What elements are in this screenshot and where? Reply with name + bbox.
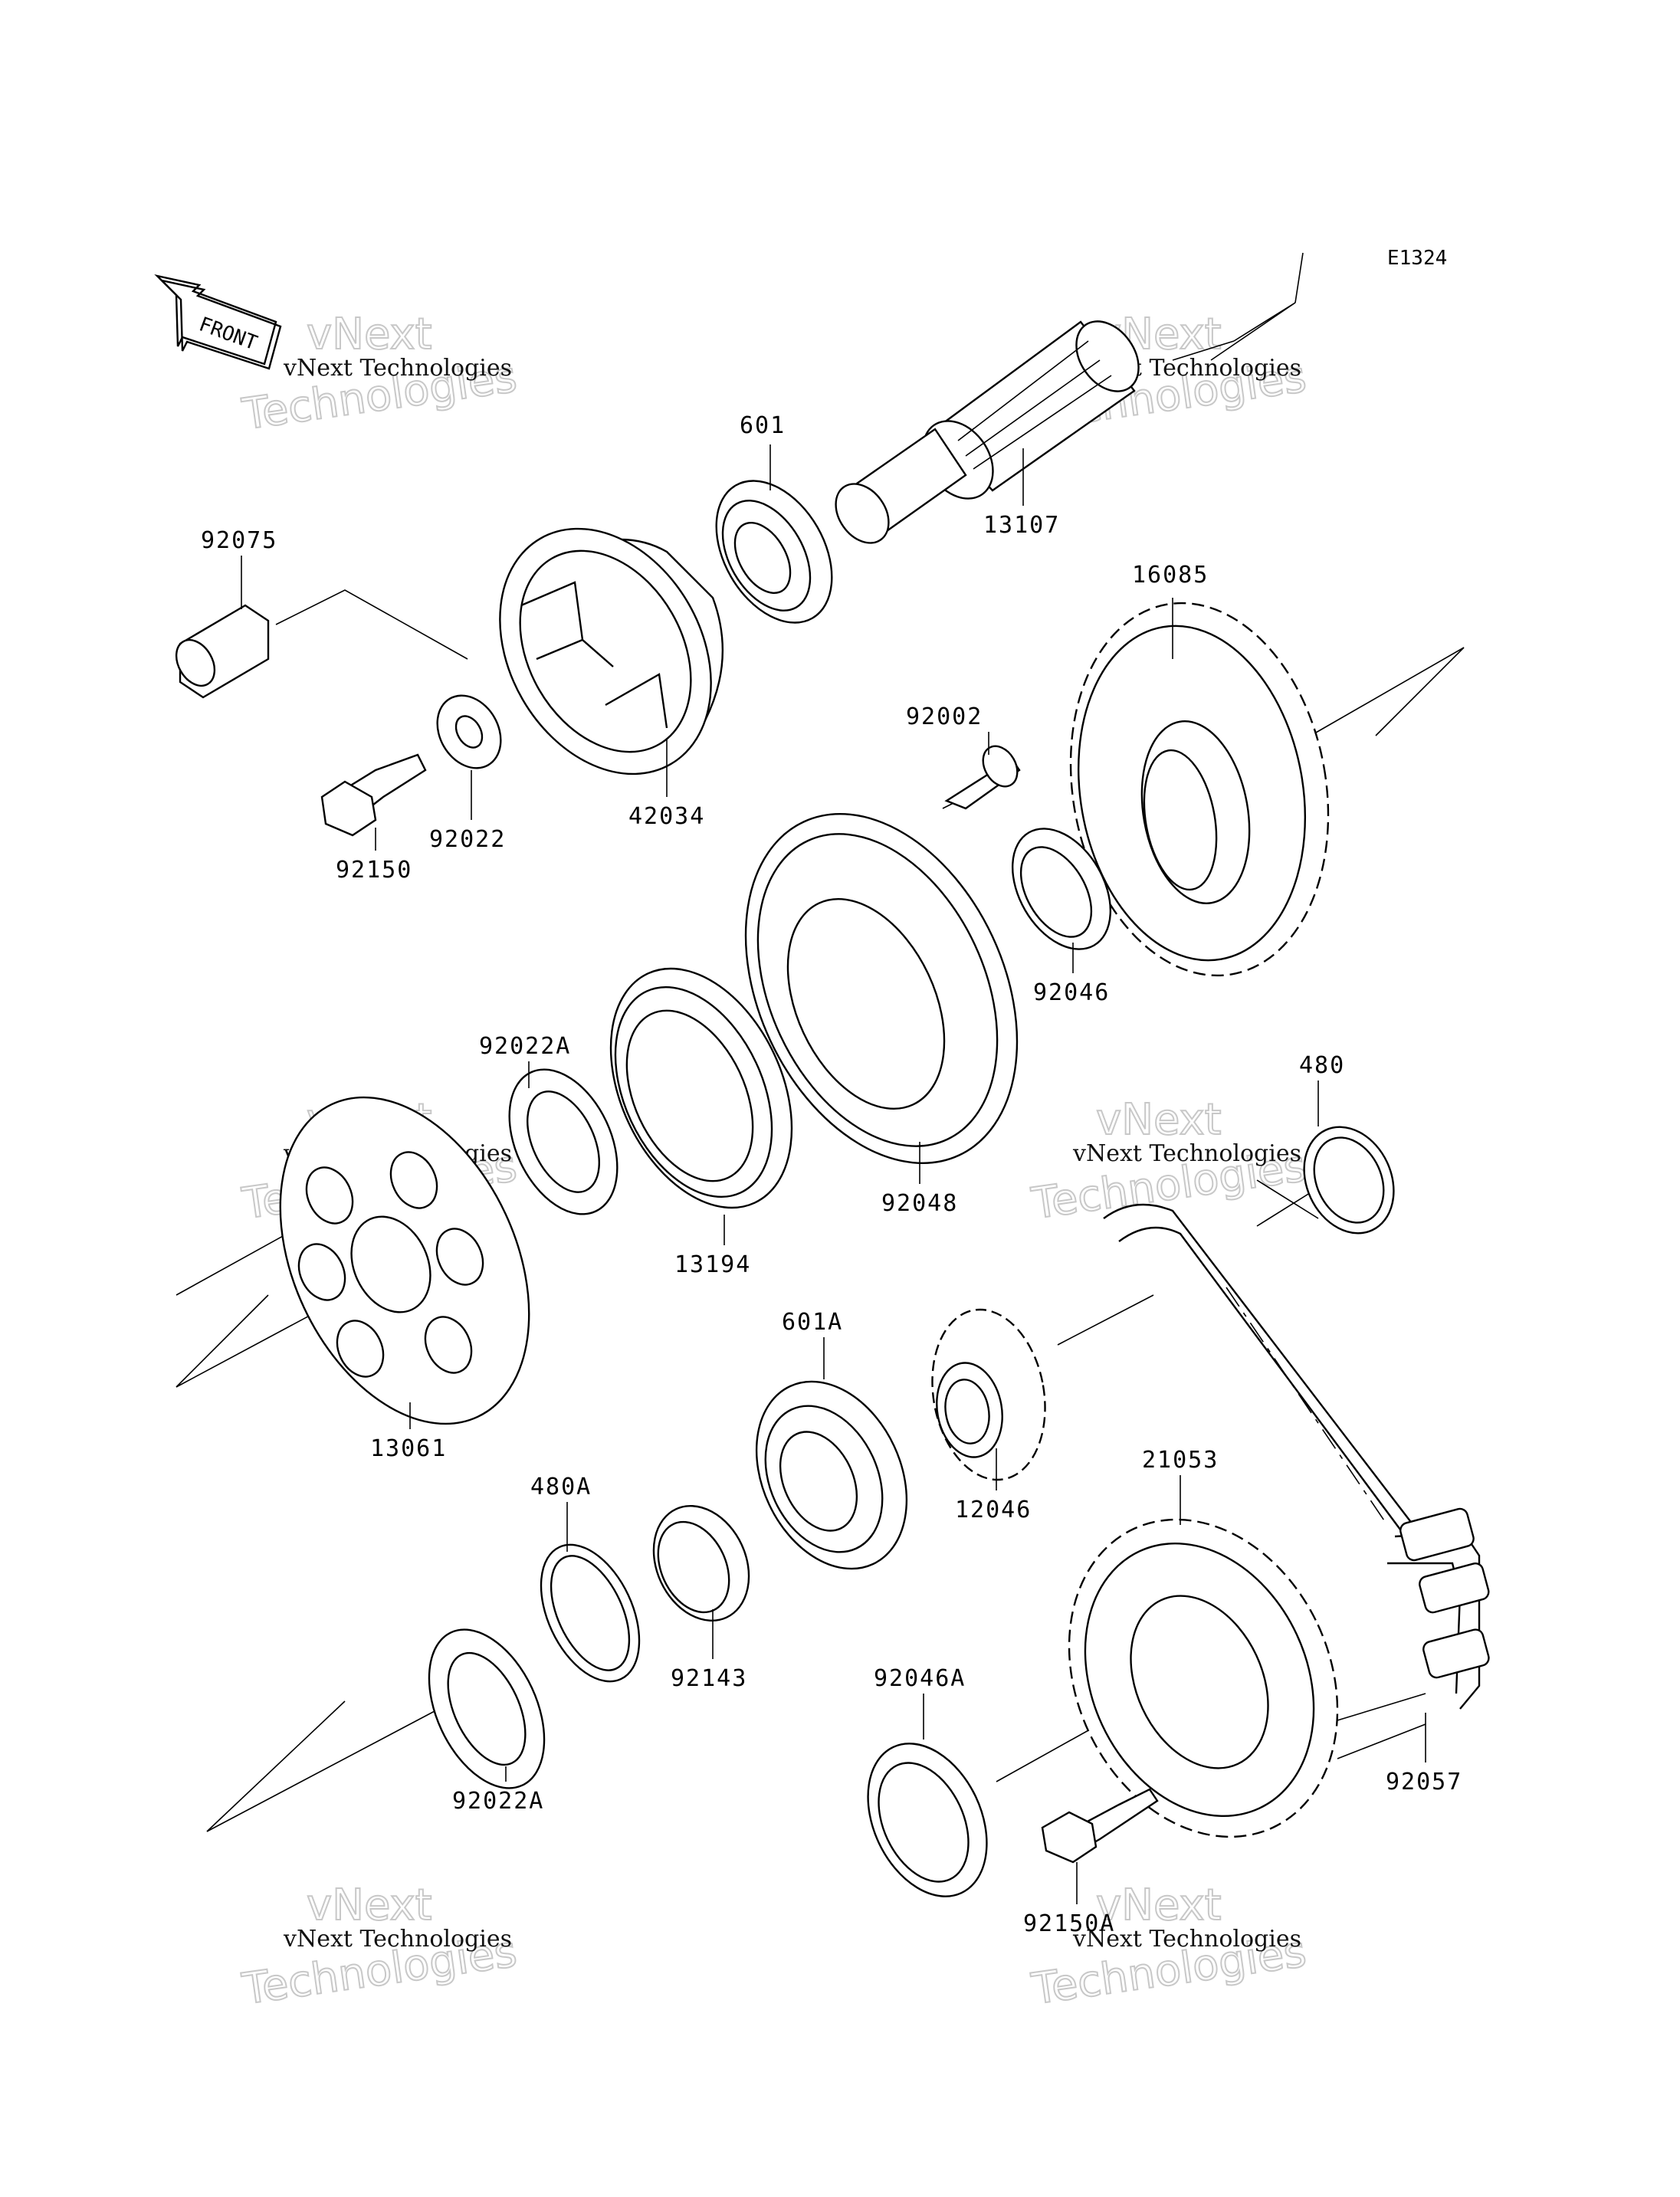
bearing-601 [715,480,833,624]
sprocket-12046 [931,1308,1046,1481]
part-label-92022A-bottom: 92022A [452,1788,544,1815]
bolt-92150A [1041,1788,1159,1864]
snap-ring-480A [540,1543,641,1683]
svg-text:vNext Technologies: vNext Technologies [283,1926,512,1953]
cap-92075 [175,589,468,699]
label-leaders [241,444,1426,1904]
part-label-601A: 601A [782,1309,843,1336]
needle-bearing-92046 [1011,828,1112,950]
snap-ring-480 [1303,1126,1395,1235]
svg-text:vNext: vNext [1096,1095,1222,1145]
svg-text:vNext Technologies: vNext Technologies [1072,1140,1301,1167]
diagram-code: E1324 [1387,247,1447,270]
part-label-21053: 21053 [1142,1447,1219,1474]
part-label-92150: 92150 [336,857,412,884]
svg-text:vNext: vNext [307,1881,432,1930]
part-label-601: 601 [740,412,786,439]
part-label-16085: 16085 [1132,562,1209,589]
part-label-92046A: 92046A [874,1665,966,1692]
bolt-92150 [320,753,427,837]
needle-bearing-92046A [867,1743,988,1897]
collar-92143 [652,1504,750,1622]
part-label-13194: 13194 [674,1251,751,1278]
bearing-601A [755,1380,908,1570]
ring-92048 [744,813,1019,1164]
shaft-13107 [835,320,1140,544]
svg-text:vNext: vNext [307,310,432,359]
washer-92022A-bottom [428,1628,546,1789]
part-label-480A: 480A [530,1474,592,1500]
part-label-92075: 92075 [201,527,277,554]
part-label-13061: 13061 [370,1435,447,1462]
washer-92022 [436,694,502,769]
bolt-92002 [944,745,1021,810]
part-label-480: 480 [1299,1052,1345,1079]
part-label-92143: 92143 [671,1665,747,1692]
chain-92057 [1103,1203,1490,1710]
part-labels: 601 13107 92075 42034 92022 92150 16085 … [201,412,1462,1937]
part-label-92002: 92002 [906,703,983,730]
sprocket-21053 [1068,1518,1339,1838]
svg-text:vNext: vNext [1096,1881,1222,1930]
part-label-13107: 13107 [983,512,1060,539]
part-label-92150A: 92150A [1023,1910,1115,1937]
gear-16085 [1069,602,1330,977]
housing-42034 [499,527,724,776]
watermark-bottom-left: vNext Technologies vNext Technologies [238,1880,520,2015]
part-label-12046: 12046 [955,1497,1032,1523]
part-label-92057: 92057 [1386,1769,1462,1795]
svg-text:vNext Technologies: vNext Technologies [1072,1926,1301,1953]
watermark-bottom-right: vNext Technologies vNext Technologies [1028,1880,1310,2015]
part-label-92046: 92046 [1033,979,1110,1006]
watermark-top-left: vNext Technologies vNext Technologies [238,309,520,441]
washer-92022A-top [508,1068,619,1215]
svg-text:vNext Technologies: vNext Technologies [283,355,512,382]
part-label-92022A-top: 92022A [479,1033,571,1060]
part-label-42034: 42034 [628,803,705,830]
part-label-92048: 92048 [881,1190,958,1217]
flange-13061 [279,1096,530,1425]
clutch-13194 [609,967,793,1209]
part-label-92022: 92022 [429,826,506,853]
front-arrow-icon: FRONT [154,274,282,370]
